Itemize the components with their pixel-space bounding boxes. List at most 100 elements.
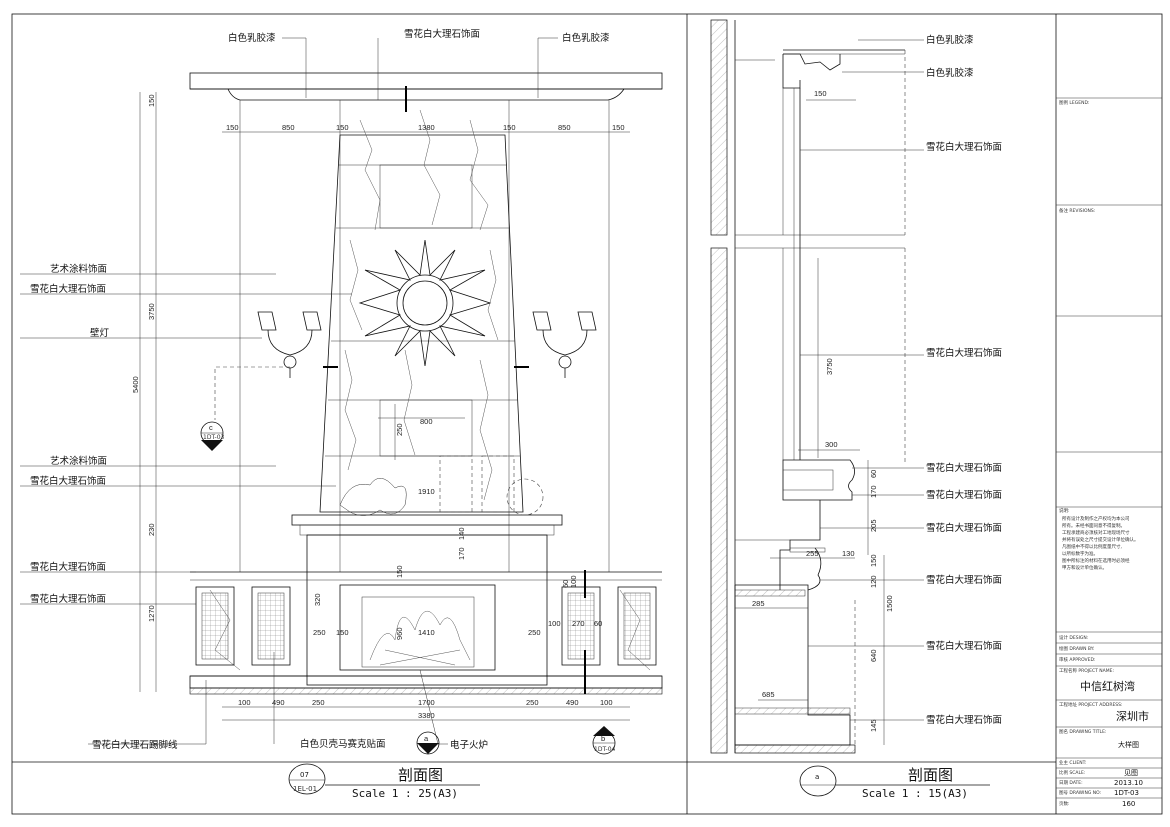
dim-250c: 250 bbox=[528, 628, 541, 637]
left-drawing-ref: 1EL-01 bbox=[293, 785, 317, 793]
rlabel-marble-3: 雪花白大理石饰面 bbox=[926, 462, 1002, 474]
rlabel-marble-5: 雪花白大理石饰面 bbox=[926, 522, 1002, 534]
tb-approved-label: 审核 APPROVED: bbox=[1059, 656, 1095, 663]
fireplace-surround bbox=[306, 534, 548, 686]
rlabel-marble-2: 雪花白大理石饰面 bbox=[926, 347, 1002, 359]
left-labels: 白色乳胶漆 雪花白大理石饰面 白色乳胶漆 艺术涂料饰面 雪花白大理石饰面 壁灯 … bbox=[20, 28, 610, 751]
right-dim-text: 150 3750 300 60 170 205 255 130 150 120 … bbox=[752, 89, 894, 732]
right-view-title: a 剖面图 Scale 1 : 15(A3) bbox=[799, 765, 990, 800]
dim-top-5: 150 bbox=[503, 123, 516, 132]
right-callout-letter: a bbox=[815, 773, 819, 781]
tb-page-value: 160 bbox=[1122, 800, 1135, 808]
tb-legend-label: 图例 LEGEND: bbox=[1059, 99, 1089, 106]
rdim-685: 685 bbox=[762, 690, 775, 699]
rdim-120: 120 bbox=[869, 575, 878, 588]
tb-date-label: 日期 DATE: bbox=[1059, 780, 1083, 786]
dim-60: 60 bbox=[594, 619, 602, 628]
tb-date-value: 2013.10 bbox=[1114, 779, 1143, 787]
left-scale: Scale 1 : 25(A3) bbox=[352, 787, 458, 800]
dim-bottom-4: 1700 bbox=[418, 698, 435, 707]
left-title: 剖面图 bbox=[398, 766, 443, 784]
rdim-1500: 1500 bbox=[885, 595, 894, 612]
callout-b: b 1DT-04 bbox=[592, 726, 616, 755]
callout-a-left: a bbox=[416, 731, 440, 755]
dim-left-3: 230 bbox=[147, 523, 156, 536]
rdim-300: 300 bbox=[825, 440, 838, 449]
label-art-paint-1: 艺术涂料饰面 bbox=[50, 263, 107, 275]
tb-note-1: 所有设计及制作之产权均为本公司 bbox=[1062, 515, 1130, 522]
tb-note-7: 图中所标注的材料在选用时必须经 bbox=[1062, 557, 1130, 564]
title-block: 图例 LEGEND: 备注 REVISIONS: 说明: 所有设计及制作之产权均… bbox=[1056, 97, 1162, 808]
tb-note-6: 以所标数字为准。 bbox=[1062, 550, 1098, 557]
rdim-640: 640 bbox=[869, 649, 878, 662]
rdim-150: 150 bbox=[814, 89, 827, 98]
label-marble-4: 雪花白大理石饰面 bbox=[30, 593, 106, 605]
tb-note-5: 凡图纸中不得以比例度量尺寸, bbox=[1062, 543, 1122, 550]
callout-c-ref: 1DT-03 bbox=[203, 434, 225, 441]
dim-1410: 1410 bbox=[418, 628, 435, 637]
right-section bbox=[710, 19, 906, 754]
dim-top-3: 150 bbox=[336, 123, 349, 132]
callout-c: c 1DT-03 bbox=[200, 421, 225, 451]
dim-250b: 250 bbox=[313, 628, 326, 637]
rdim-3750: 3750 bbox=[825, 358, 834, 375]
rlabel-latex-2: 白色乳胶漆 bbox=[926, 67, 974, 79]
mantel-shelf bbox=[291, 514, 563, 526]
tb-note-2: 所有。未经书面同意不得复制。 bbox=[1062, 522, 1125, 529]
left-dim-text: 150 850 150 1380 150 850 150 150 3750 23… bbox=[131, 94, 625, 720]
left-drawing-no: 07 bbox=[300, 771, 309, 779]
tb-note-8: 甲方和设计单位确认。 bbox=[1062, 564, 1107, 571]
dim-250a: 250 bbox=[395, 423, 404, 436]
label-electric-fireplace: 电子火炉 bbox=[450, 739, 488, 751]
left-view-title: 07 1EL-01 剖面图 Scale 1 : 25(A3) bbox=[288, 763, 480, 800]
tb-page-label: 页数: bbox=[1059, 800, 1070, 807]
rlabel-latex-1: 白色乳胶漆 bbox=[926, 34, 974, 46]
tb-notes-label: 说明: bbox=[1059, 507, 1070, 514]
dim-left-2: 3750 bbox=[147, 303, 156, 320]
baseboard-block bbox=[189, 675, 663, 689]
label-art-paint-2: 艺术涂料饰面 bbox=[50, 455, 107, 467]
tb-drawing-title-label: 图名 DRAWING TITLE: bbox=[1059, 728, 1106, 735]
tb-project-address: 深圳市 bbox=[1116, 709, 1149, 723]
dim-top-1: 150 bbox=[226, 123, 239, 132]
mantel-profile bbox=[782, 459, 855, 501]
dim-800: 800 bbox=[420, 417, 433, 426]
label-sconce: 壁灯 bbox=[90, 327, 110, 339]
dim-bottom-2: 490 bbox=[272, 698, 285, 707]
sunburst-mirror bbox=[358, 239, 492, 367]
rlabel-marble-6: 雪花白大理石饰面 bbox=[926, 574, 1002, 586]
label-mosaic: 白色贝壳马赛克贴面 bbox=[300, 738, 386, 750]
tb-note-4: 并将有误处之尺寸提交设计单位确认。 bbox=[1062, 536, 1139, 543]
dim-150b: 150 bbox=[336, 628, 349, 637]
right-scale: Scale 1 : 15(A3) bbox=[862, 787, 968, 800]
tb-project-address-label: 工程地址 PROJECT ADDRESS: bbox=[1059, 701, 1123, 708]
flame-graphic bbox=[369, 611, 471, 661]
dim-bottom-5: 250 bbox=[526, 698, 539, 707]
dim-top-4: 1380 bbox=[418, 123, 435, 132]
tb-drawing-no-label: 图号 DRAWING NO: bbox=[1059, 790, 1101, 796]
right-title: 剖面图 bbox=[908, 766, 953, 784]
dim-bottom-7: 100 bbox=[600, 698, 613, 707]
label-white-latex-right: 白色乳胶漆 bbox=[562, 32, 610, 44]
label-white-latex-left: 白色乳胶漆 bbox=[228, 32, 276, 44]
tb-client-label: 业主 CLIENT: bbox=[1059, 759, 1086, 766]
dim-bottom-1: 100 bbox=[238, 698, 251, 707]
dim-bottom-total: 3380 bbox=[418, 711, 435, 720]
label-marble-3: 雪花白大理石饰面 bbox=[30, 561, 106, 573]
rdim-150b: 150 bbox=[869, 554, 878, 567]
left-elevation bbox=[189, 72, 663, 695]
sconce-right bbox=[532, 311, 597, 378]
dim-top-7: 150 bbox=[612, 123, 625, 132]
right-labels: 白色乳胶漆 白色乳胶漆 雪花白大理石饰面 雪花白大理石饰面 雪花白大理石饰面 雪… bbox=[800, 34, 1002, 726]
chimney-breast bbox=[319, 134, 524, 513]
dim-100: 100 bbox=[548, 619, 561, 628]
dim-top-6: 850 bbox=[558, 123, 571, 132]
dim-170: 170 bbox=[457, 547, 466, 560]
label-marble-top: 雪花白大理石饰面 bbox=[404, 28, 480, 40]
dim-top-2: 850 bbox=[282, 123, 295, 132]
rlabel-marble-4: 雪花白大理石饰面 bbox=[926, 489, 1002, 501]
right-dimensions bbox=[735, 99, 885, 745]
dim-270: 270 bbox=[572, 619, 585, 628]
left-dimensions bbox=[139, 92, 630, 721]
